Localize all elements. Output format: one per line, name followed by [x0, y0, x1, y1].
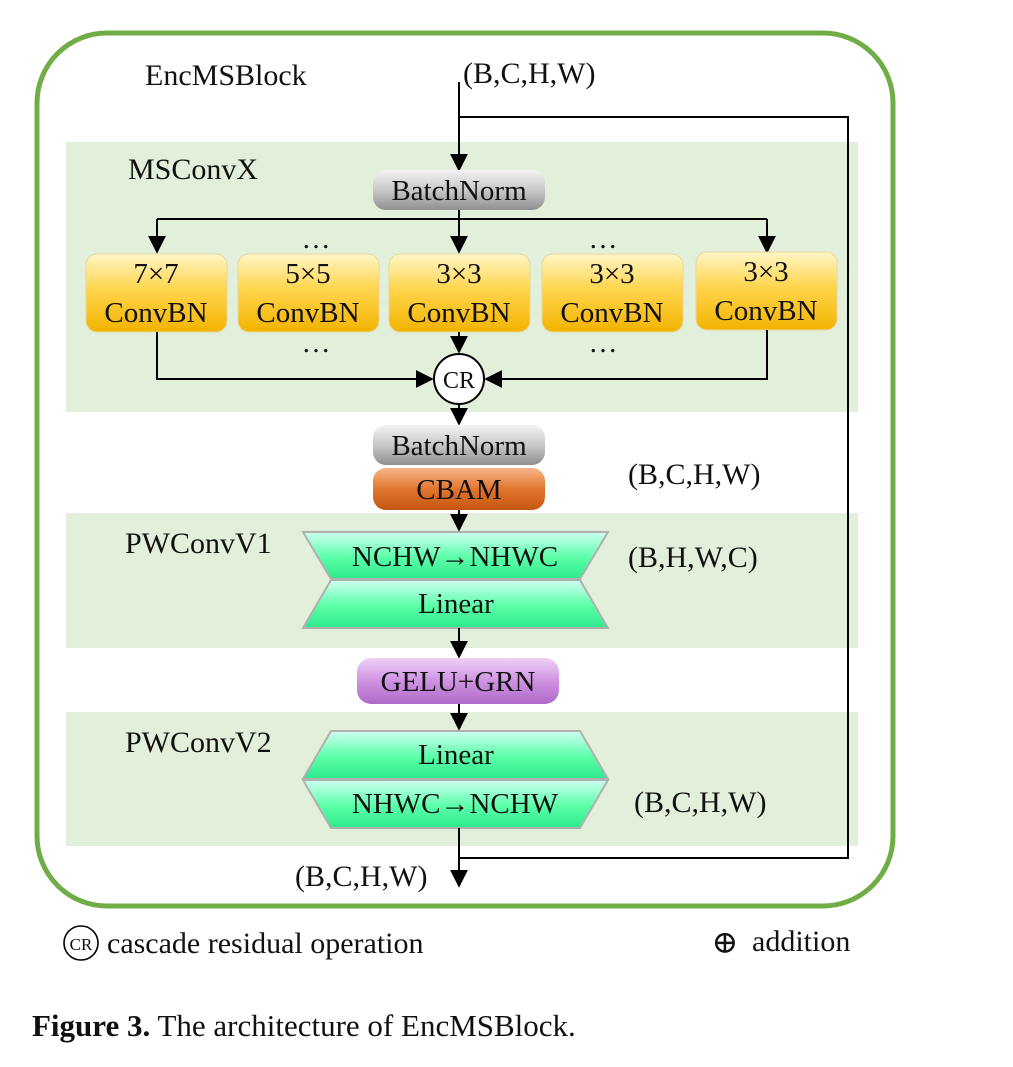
- merge-arrow-left: [156, 332, 434, 388]
- post-batchnorm-label: BatchNorm: [391, 430, 527, 462]
- output-shape-label: (B,C,H,W): [295, 860, 427, 893]
- convbn-op-label: ConvBN: [104, 297, 207, 329]
- legend-add-symbol: ⊕: [712, 924, 739, 960]
- msconvx-batchnorm-box: [373, 170, 545, 210]
- legend-cr-text: cascade residual operation: [107, 927, 424, 960]
- pwconvv2-permute-label: NHWC→NCHW: [352, 788, 559, 820]
- branch-dots-top-right: …: [589, 223, 618, 255]
- convbn-box-5x5: 5×5 ConvBN: [237, 253, 380, 333]
- pwconvv2-title: PWConvV2: [125, 726, 272, 759]
- convbn-kernel-label: 3×3: [743, 256, 788, 288]
- residual-skip-line: [459, 116, 849, 859]
- convbn-box-3x3-c: 3×3 ConvBN: [695, 251, 838, 331]
- pwconvv2-permute-box: [301, 779, 610, 829]
- pwconvv1-shape-label: (B,H,W,C): [628, 541, 758, 574]
- convbn-op-label: ConvBN: [256, 297, 359, 329]
- convbn-kernel-label: 3×3: [589, 258, 634, 290]
- gelu-grn-label: GELU+GRN: [381, 666, 536, 698]
- block-title: EncMSBlock: [145, 59, 307, 92]
- encmsblock-diagram: EncMSBlock (B,C,H,W) MSConvX PWConvV1 PW…: [34, 30, 896, 961]
- cbam-label: CBAM: [416, 474, 501, 506]
- convbn-box-7x7: 7×7 ConvBN: [85, 253, 228, 333]
- legend-add-text: addition: [752, 925, 850, 958]
- convbn-op-label: ConvBN: [407, 297, 510, 329]
- convbn-box-3x3-b: 3×3 ConvBN: [541, 253, 684, 333]
- convbn-kernel-label: 7×7: [133, 258, 178, 290]
- msconvx-title: MSConvX: [128, 153, 258, 186]
- pwconvv1-permute-label: NCHW→NHWC: [352, 541, 558, 573]
- pwconvv1-title: PWConvV1: [125, 527, 272, 560]
- post-batchnorm-box: [373, 425, 545, 465]
- convbn-kernel-label: 5×5: [285, 258, 330, 290]
- convbn-op-label: ConvBN: [560, 297, 663, 329]
- convbn-kernel-label: 3×3: [436, 258, 481, 290]
- legend-cr-symbol-label: CR: [70, 935, 93, 954]
- pwconvv2-shape-label: (B,C,H,W): [634, 786, 766, 819]
- gelu-grn-box: [357, 658, 559, 704]
- figure-caption-text: The architecture of EncMSBlock.: [157, 1008, 576, 1043]
- figure-label: Figure 3.: [32, 1008, 151, 1043]
- branch-dots-top-left: …: [302, 223, 331, 255]
- input-shape-label: (B,C,H,W): [463, 57, 595, 90]
- pwconvv2-linear-label: Linear: [418, 739, 494, 771]
- figure-caption: Figure 3. The architecture of EncMSBlock…: [32, 1008, 576, 1044]
- pwconvv1-linear-label: Linear: [418, 588, 494, 620]
- pwconvv1-linear-box: [301, 579, 610, 629]
- cr-node-label: CR: [443, 368, 475, 394]
- convbn-op-label: ConvBN: [714, 295, 817, 327]
- msconvx-batchnorm-label: BatchNorm: [391, 175, 527, 207]
- merge-arrow-right: [484, 330, 768, 388]
- cbam-box: [373, 468, 545, 510]
- legend-cr-symbol: [63, 925, 99, 961]
- convbn-box-3x3-a: 3×3 ConvBN: [388, 253, 531, 333]
- cbam-shape-label: (B,C,H,W): [628, 458, 760, 491]
